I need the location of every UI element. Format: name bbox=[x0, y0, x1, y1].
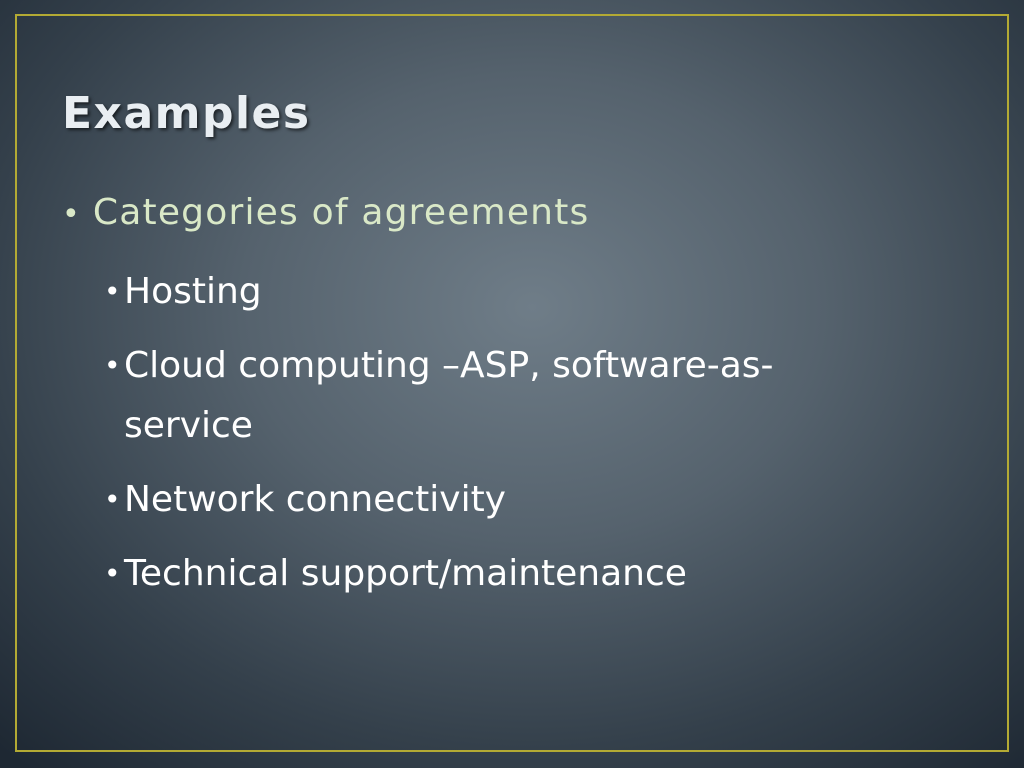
sub-bullet-hosting: • Hosting bbox=[104, 262, 884, 322]
bullet-icon: • bbox=[104, 483, 121, 516]
slide-title: Examples bbox=[62, 88, 311, 139]
sub-bullet-text: Technical support/maintenance bbox=[124, 553, 687, 594]
bullet-icon: • bbox=[104, 275, 121, 308]
bullet-icon: • bbox=[104, 349, 121, 382]
sub-bullet-text: Cloud computing –ASP, software-as-servic… bbox=[124, 345, 774, 446]
sub-bullet-cloud-computing: • Cloud computing –ASP, software-as-serv… bbox=[104, 336, 864, 456]
slide-frame bbox=[15, 14, 1009, 752]
bullet-text: Categories of agreements bbox=[92, 192, 590, 233]
bullet-icon: • bbox=[62, 197, 81, 232]
sub-bullet-text: Network connectivity bbox=[124, 479, 506, 520]
sub-bullet-text: Hosting bbox=[124, 271, 262, 312]
sub-bullet-network-connectivity: • Network connectivity bbox=[104, 470, 884, 530]
bullet-categories-of-agreements: • Categories of agreements bbox=[62, 192, 589, 233]
sub-bullet-technical-support: • Technical support/maintenance bbox=[104, 544, 884, 604]
bullet-icon: • bbox=[104, 557, 121, 590]
